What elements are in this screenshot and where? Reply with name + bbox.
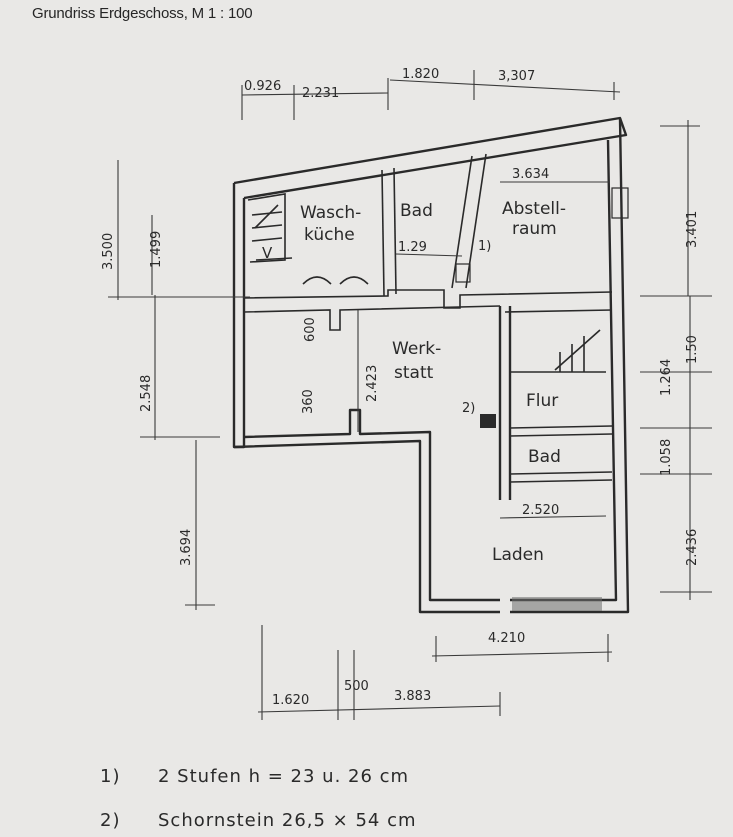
note-2-text: Schornstein 26,5 × 54 cm [158,810,417,831]
stair-step-2 [251,224,283,229]
dim-3307: 3,307 [498,69,535,84]
dim-3401: 3.401 [685,211,700,248]
wasch-bad-wall-2 [393,167,397,295]
room-label-werkstatt-1: Werk- [392,339,441,359]
dim-1264: 1.264 [659,359,674,396]
room-label-bad-top: Bad [400,201,433,221]
note-markers: 1) 2) [462,239,491,416]
stair-corner [247,193,286,263]
bad-abstell-wall-2 [465,153,487,289]
note-1-text: 2 Stufen h = 23 u. 26 cm [158,766,409,787]
room-label-flur: Flur [526,391,558,411]
dim-0926: 0.926 [244,79,281,94]
dim-line-top-left [241,92,389,96]
left-outer-wall [232,183,246,449]
right-outer-wall [510,117,630,614]
dim-3634: 3.634 [512,167,549,182]
wasch-bad-wall [381,169,385,297]
upper-lower-divider [243,289,613,309]
bad-abstell-wall [451,155,473,289]
marker-1: 1) [478,239,491,254]
dim-line-top-right [389,79,621,93]
window-abstell [611,187,629,219]
dim-500: 500 [344,679,369,694]
dim-360: 360 [301,389,316,414]
dim-line-bottom [257,705,501,713]
marker-2: 2) [462,401,475,416]
legend-notes: 1) 2 Stufen h = 23 u. 26 cm 2) Schornste… [100,766,417,831]
walls: V [232,116,630,614]
flur-bad-wall-2 [509,433,613,437]
dim-line-4210 [431,651,613,657]
room-label-waschkueche-2: küche [304,225,355,245]
dim-2436: 2.436 [685,529,700,566]
dim-2548: 2.548 [139,375,154,412]
dim-3883: 3.883 [394,689,431,704]
stair-diagonal [554,329,601,371]
dim-150: 1.50 [685,335,700,364]
stair-step-3 [251,237,283,242]
bad-laden-wall [509,471,613,475]
top-slanted-wall [233,116,628,200]
plan-title: Grundriss Erdgeschoss, M 1 : 100 [32,5,253,22]
dim-line-2520 [499,515,607,519]
dimension-labels: 0.926 2.231 1.820 3,307 3.634 1.29 3.500… [101,67,700,708]
note-2-number: 2) [100,810,120,831]
dim-4210: 4.210 [488,631,525,646]
bad-laden-wall-2 [509,479,613,483]
room-label-bad-bottom: Bad [528,447,561,467]
dim-2520: 2.520 [522,503,559,518]
dim-2231: 2.231 [302,86,339,101]
room-label-waschkueche-1: Wasch- [300,203,361,223]
wash-symbol-1 [302,276,332,285]
room-label-abstellraum-2: raum [512,219,557,239]
dim-2423: 2.423 [365,365,380,402]
room-label-abstellraum-1: Abstell- [502,199,566,219]
room-label-laden: Laden [492,545,544,565]
dim-1499: 1.499 [149,231,164,268]
chimney [480,414,496,428]
stair-arrow [254,204,279,229]
dimension-lines [108,70,712,720]
flur-bad-wall [509,425,613,429]
shop-entrance [512,597,602,611]
step-marker [455,263,471,283]
dim-600: 600 [303,317,318,342]
stair-box-top [504,309,613,313]
werkstatt-bottom-wall [233,439,500,614]
dim-129: 1.29 [398,240,427,255]
vent-mark: V [262,244,273,262]
dim-182: 1.820 [402,67,439,82]
stair-step-1 [251,211,283,216]
upper-lower-divider-inner [243,305,501,331]
note-1-number: 1) [100,766,120,787]
vent-line [255,257,293,261]
room-label-werkstatt-2: statt [394,363,434,383]
wash-symbol-2 [339,276,369,285]
dim-3694: 3.694 [179,529,194,566]
dim-line-129 [395,253,463,257]
werkstatt-inner-bottom [243,408,500,602]
room-labels: Wasch- küche Bad Abstell- raum Werk- sta… [300,199,566,565]
dim-3500: 3.500 [101,233,116,270]
dim-1620: 1.620 [272,693,309,708]
dim-1058: 1.058 [659,439,674,476]
